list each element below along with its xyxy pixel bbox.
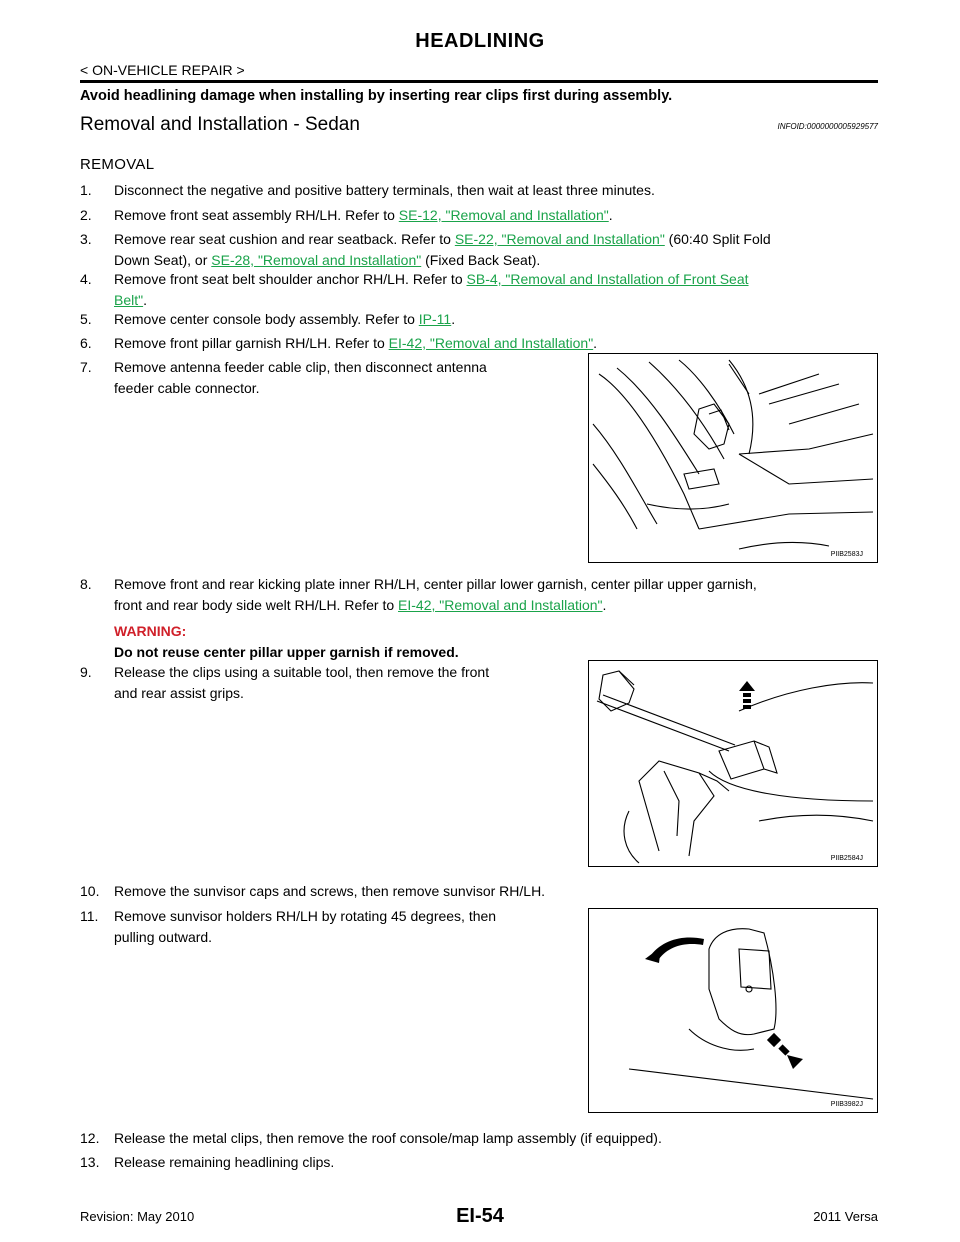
step-number: 7. <box>80 359 92 375</box>
step-text-end: . <box>608 207 613 223</box>
step-text-mid: (60:40 Split Fold <box>664 231 771 247</box>
figure-id: PIIB2583J <box>830 551 863 558</box>
step-text: Remove front seat belt shoulder anchor R… <box>114 271 467 287</box>
ref-link-sb4-cont[interactable]: Belt" <box>114 292 144 308</box>
ref-link-sb4[interactable]: SB-4, "Removal and Installation of Front… <box>466 271 749 287</box>
step-text: Remove front pillar garnish RH/LH. Refer… <box>114 335 389 351</box>
step-text: Remove the sunvisor caps and screws, the… <box>114 883 546 899</box>
step-text: Remove center console body assembly. Ref… <box>114 311 419 327</box>
step-10: 10. Remove the sunvisor caps and screws, … <box>80 881 880 902</box>
info-id: INFOID:0000000005929577 <box>777 122 878 131</box>
step-text: Release the metal clips, then remove the… <box>114 1130 662 1146</box>
header-rule <box>80 80 878 83</box>
section-title: Removal and Installation - Sedan <box>80 114 360 135</box>
step-7: 7. Remove antenna feeder cable clip, then… <box>80 357 580 399</box>
step-13: 13. Release remaining headlining clips. <box>80 1152 880 1173</box>
step-number: 11. <box>80 908 99 924</box>
step-text-end: . <box>451 311 456 327</box>
sunvisor-holder-illustration <box>628 928 874 1100</box>
step-number: 4. <box>80 271 92 287</box>
figure-id: PIIB2584J <box>830 855 863 862</box>
step-9: 9. Release the clips using a suitable too… <box>80 662 580 704</box>
step-text-line2: front and rear body side welt RH/LH. Ref… <box>114 597 399 613</box>
figure-id: PIIB3982J <box>830 1101 863 1108</box>
step-text: Remove front and rear kicking plate inne… <box>114 576 757 592</box>
step-12: 12. Release the metal clips, then remove … <box>80 1128 880 1149</box>
step-text: Remove rear seat cushion and rear seatba… <box>114 231 455 247</box>
figure-assist-grip: PIIB2584J <box>588 660 878 867</box>
step-text: Disconnect the negative and positive bat… <box>114 182 655 198</box>
step-text-line2: feeder cable connector. <box>114 380 260 396</box>
step-2: 2. Remove front seat assembly RH/LH. Refe… <box>80 205 880 226</box>
step-text: Remove antenna feeder cable clip, then d… <box>114 359 487 375</box>
step-text: Remove sunvisor holders RH/LH by rotatin… <box>114 908 497 924</box>
ref-link-se28[interactable]: SE-28, "Removal and Installation" <box>211 252 422 268</box>
ref-link-ei42[interactable]: EI-42, "Removal and Installation" <box>398 597 603 613</box>
assist-grip-illustration <box>596 670 874 864</box>
step-4: 4. Remove front seat belt shoulder anchor… <box>80 269 880 311</box>
step-number: 3. <box>80 231 92 247</box>
step-number: 5. <box>80 311 92 327</box>
subheading-removal: REMOVAL <box>80 156 155 173</box>
warning-text: Do not reuse center pillar upper garnish… <box>114 644 459 660</box>
step-6: 6. Remove front pillar garnish RH/LH. Ref… <box>80 333 880 354</box>
ref-link-se22[interactable]: SE-22, "Removal and Installation" <box>454 231 665 247</box>
step-text-end: . <box>593 335 598 351</box>
step-5: 5. Remove center console body assembly. R… <box>80 309 880 330</box>
figure-sunvisor-holder: PIIB3982J <box>588 908 878 1113</box>
lead-note: Avoid headlining damage when installing … <box>80 88 673 104</box>
footer-revision: Revision: May 2010 <box>80 1209 195 1224</box>
step-number: 9. <box>80 664 92 680</box>
step-text-end: (Fixed Back Seat). <box>421 252 541 268</box>
antenna-feeder-illustration <box>592 359 874 550</box>
footer-model: 2011 Versa <box>813 1209 878 1224</box>
step-text: Release remaining headlining clips. <box>114 1154 335 1170</box>
step-text: Remove front seat assembly RH/LH. Refer … <box>114 207 399 223</box>
step-text-line2: Down Seat), or <box>114 252 212 268</box>
step-1: 1. Disconnect the negative and positive b… <box>80 180 880 201</box>
step-number: 13. <box>80 1154 100 1170</box>
warning-label: WARNING: <box>114 623 187 639</box>
page-title: HEADLINING <box>415 30 545 52</box>
step-text-end: . <box>143 292 147 308</box>
figure-antenna-feeder: PIIB2583J <box>588 353 878 563</box>
step-number: 8. <box>80 576 92 592</box>
step-3: 3. Remove rear seat cushion and rear seat… <box>80 229 880 271</box>
step-number: 2. <box>80 207 92 223</box>
step-11: 11. Remove sunvisor holders RH/LH by rota… <box>80 906 580 948</box>
step-text: Release the clips using a suitable tool,… <box>114 664 490 680</box>
ref-link-ip11[interactable]: IP-11 <box>418 311 452 327</box>
page-number: EI-54 <box>456 1205 504 1227</box>
step-text-line2: and rear assist grips. <box>114 685 244 701</box>
step-8: 8. Remove front and rear kicking plate in… <box>80 574 880 663</box>
ref-link-se12[interactable]: SE-12, "Removal and Installation" <box>398 207 609 223</box>
step-text-end: . <box>602 597 607 613</box>
step-number: 1. <box>80 182 92 198</box>
step-number: 12. <box>80 1130 100 1146</box>
step-number: 6. <box>80 335 92 351</box>
ref-link-ei42[interactable]: EI-42, "Removal and Installation" <box>388 335 594 351</box>
breadcrumb: < ON-VEHICLE REPAIR > <box>80 62 245 78</box>
step-text-line2: pulling outward. <box>114 929 213 945</box>
step-number: 10. <box>80 883 100 899</box>
